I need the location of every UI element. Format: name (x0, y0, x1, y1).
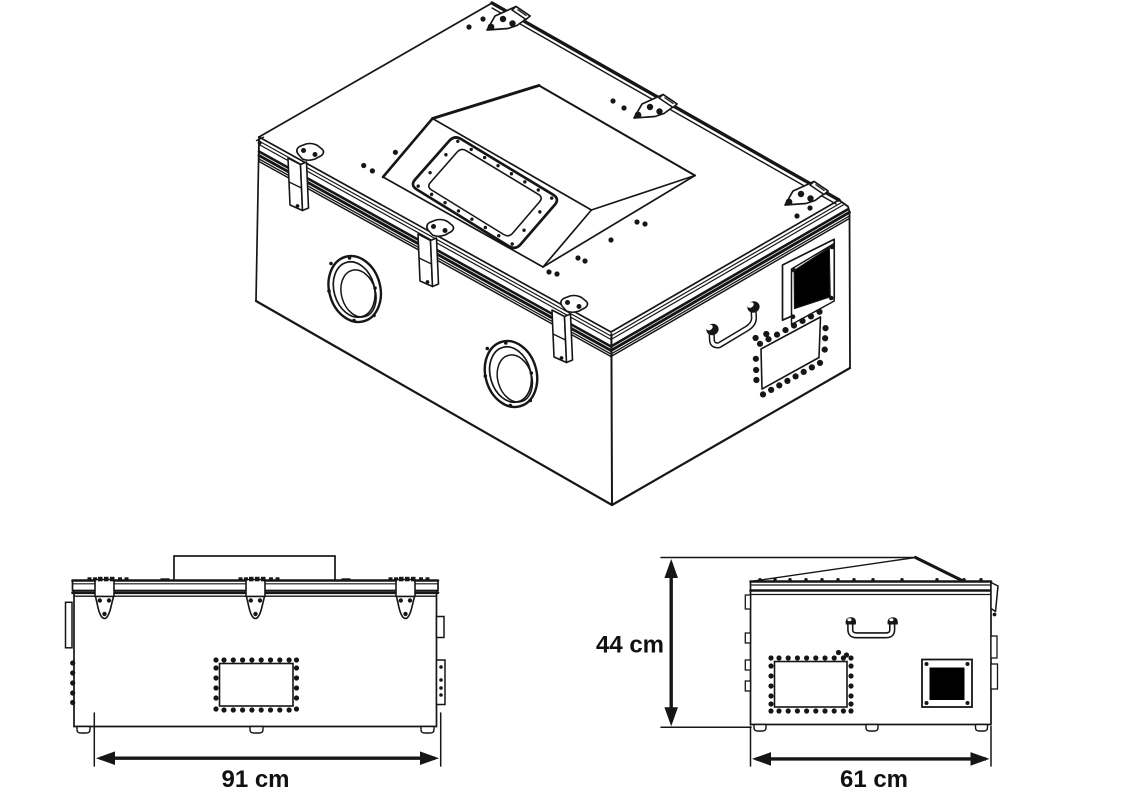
svg-text:44 cm: 44 cm (596, 632, 664, 659)
svg-text:61 cm: 61 cm (840, 766, 908, 793)
svg-text:91 cm: 91 cm (221, 766, 289, 793)
